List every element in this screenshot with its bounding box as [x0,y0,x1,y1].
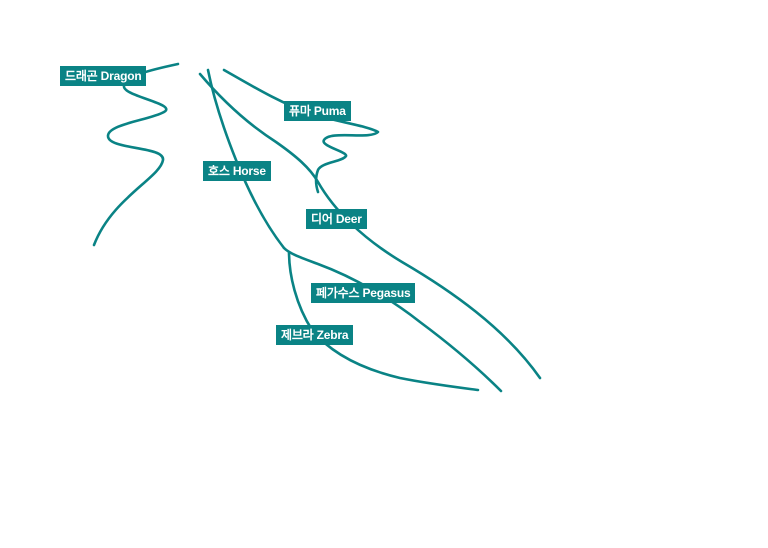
route-label-puma[interactable]: 퓨마 Puma [284,101,351,121]
route-pegasus-line[interactable] [282,246,503,393]
route-label-pegasus[interactable]: 페가수스 Pegasus [311,283,416,303]
route-label-zebra[interactable]: 제브라 Zebra [276,325,354,345]
route-horse-line[interactable] [206,68,286,250]
route-deer-line[interactable] [198,72,542,380]
route-label-deer[interactable]: 디어 Deer [306,209,367,229]
route-dragon-line[interactable] [92,62,180,247]
route-label-dragon[interactable]: 드래곤 Dragon [60,66,147,86]
route-label-horse[interactable]: 호스 Horse [203,161,271,181]
route-zebra-line[interactable] [287,250,480,392]
